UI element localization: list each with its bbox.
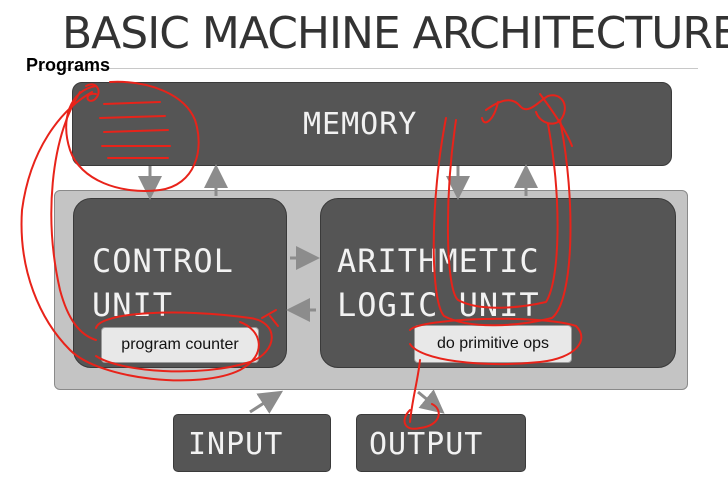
input-to-cpu-arrow [249, 390, 284, 414]
control-unit-line1: CONTROL [92, 242, 234, 280]
memory-label: MEMORY [303, 107, 418, 142]
programs-annotation: Programs [26, 55, 111, 75]
cpu-to-output-arrow [417, 389, 445, 414]
alu-label: ARITHMETIC LOGIC UNIT [337, 239, 540, 327]
output-box: OUTPUT [356, 414, 526, 472]
primitive-ops-chip: do primitive ops [414, 325, 572, 363]
alu-line1: ARITHMETIC [337, 242, 540, 280]
slide-title: BASIC MACHINE ARCHITECTURE [62, 8, 728, 59]
program-counter-chip: program counter [101, 327, 259, 363]
alu-line2: LOGIC UNIT [337, 286, 540, 324]
memory-box: MEMORY [72, 82, 672, 166]
title-divider [38, 68, 698, 69]
output-label: OUTPUT [369, 427, 484, 462]
control-unit-line2: UNIT [92, 286, 174, 324]
control-unit-label: CONTROL UNIT [92, 239, 234, 327]
input-label: INPUT [188, 427, 284, 462]
input-box: INPUT [173, 414, 331, 472]
